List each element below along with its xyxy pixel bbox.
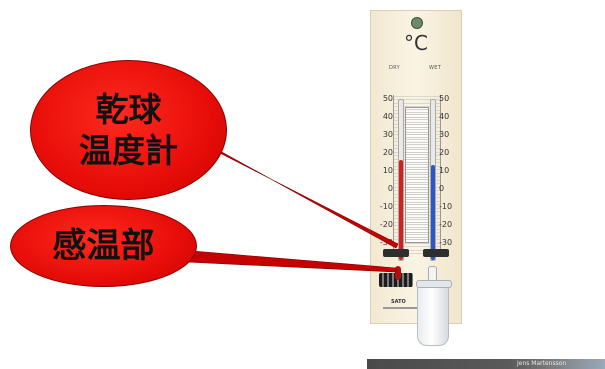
callout-line: 乾球 (95, 90, 162, 129)
callout-line: 温度計 (79, 131, 178, 170)
scale-tick-label: -20 (379, 220, 393, 229)
scale-tick-label: -20 (439, 220, 453, 229)
scale-tick-label: -10 (379, 202, 393, 211)
tube-clamp (383, 249, 409, 257)
tube-clamp (423, 249, 449, 257)
pointer-dry-thermometer (199, 139, 399, 249)
scale-tick-label: 20 (439, 148, 450, 157)
scale-tick-label: 50 (439, 94, 450, 103)
scale-tick-label: 50 (382, 94, 393, 103)
celsius-unit-label: °C (404, 31, 428, 55)
scale-tick-label: 0 (439, 184, 445, 193)
scale-tick-label: 40 (439, 112, 450, 121)
scale-tick-label: 20 (382, 148, 393, 157)
brand-logo: SATO (391, 299, 406, 305)
psychrometer-board: °C DRY WET 50 40 30 20 10 0 -10 -20 -30 … (370, 10, 462, 324)
dry-bulb-tube (398, 99, 404, 261)
callout-text: 乾球 温度計 (79, 89, 178, 171)
callout-line: 感温部 (52, 226, 155, 266)
scale-tick-label: 40 (382, 112, 393, 121)
wet-liquid-column (431, 165, 435, 260)
callout-dry-bulb-thermometer: 乾球 温度計 (30, 60, 227, 200)
callout-text: 感温部 (53, 226, 155, 266)
water-reservoir (416, 280, 452, 346)
callout-sensing-part: 感温部 (10, 205, 197, 287)
humidity-table (405, 107, 429, 243)
sensor-guard (379, 273, 413, 287)
scale-tick-label: 10 (382, 166, 393, 175)
scale-tick-label: -30 (439, 238, 453, 247)
reservoir-rim (416, 280, 452, 288)
dry-sensing-bulb (395, 266, 401, 280)
dry-label: DRY (389, 65, 400, 71)
wet-bulb-tube (430, 99, 436, 261)
pointer-sensing-part (179, 249, 397, 273)
footer-bar: Jens Martensson (367, 359, 605, 369)
scale-tick-label: 10 (439, 166, 450, 175)
photo-credit: Jens Martensson (517, 360, 567, 367)
brand-subline (383, 307, 449, 309)
scale-tick-label: 30 (382, 130, 393, 139)
scale-tick-label: 0 (387, 184, 393, 193)
scale-tick-label: 30 (439, 130, 450, 139)
hanging-hook-icon (411, 17, 423, 29)
wet-label: WET (429, 65, 442, 71)
scale-tick-label: -10 (439, 202, 453, 211)
scale-tick-label: -30 (379, 238, 393, 247)
dry-liquid-column (399, 160, 403, 260)
